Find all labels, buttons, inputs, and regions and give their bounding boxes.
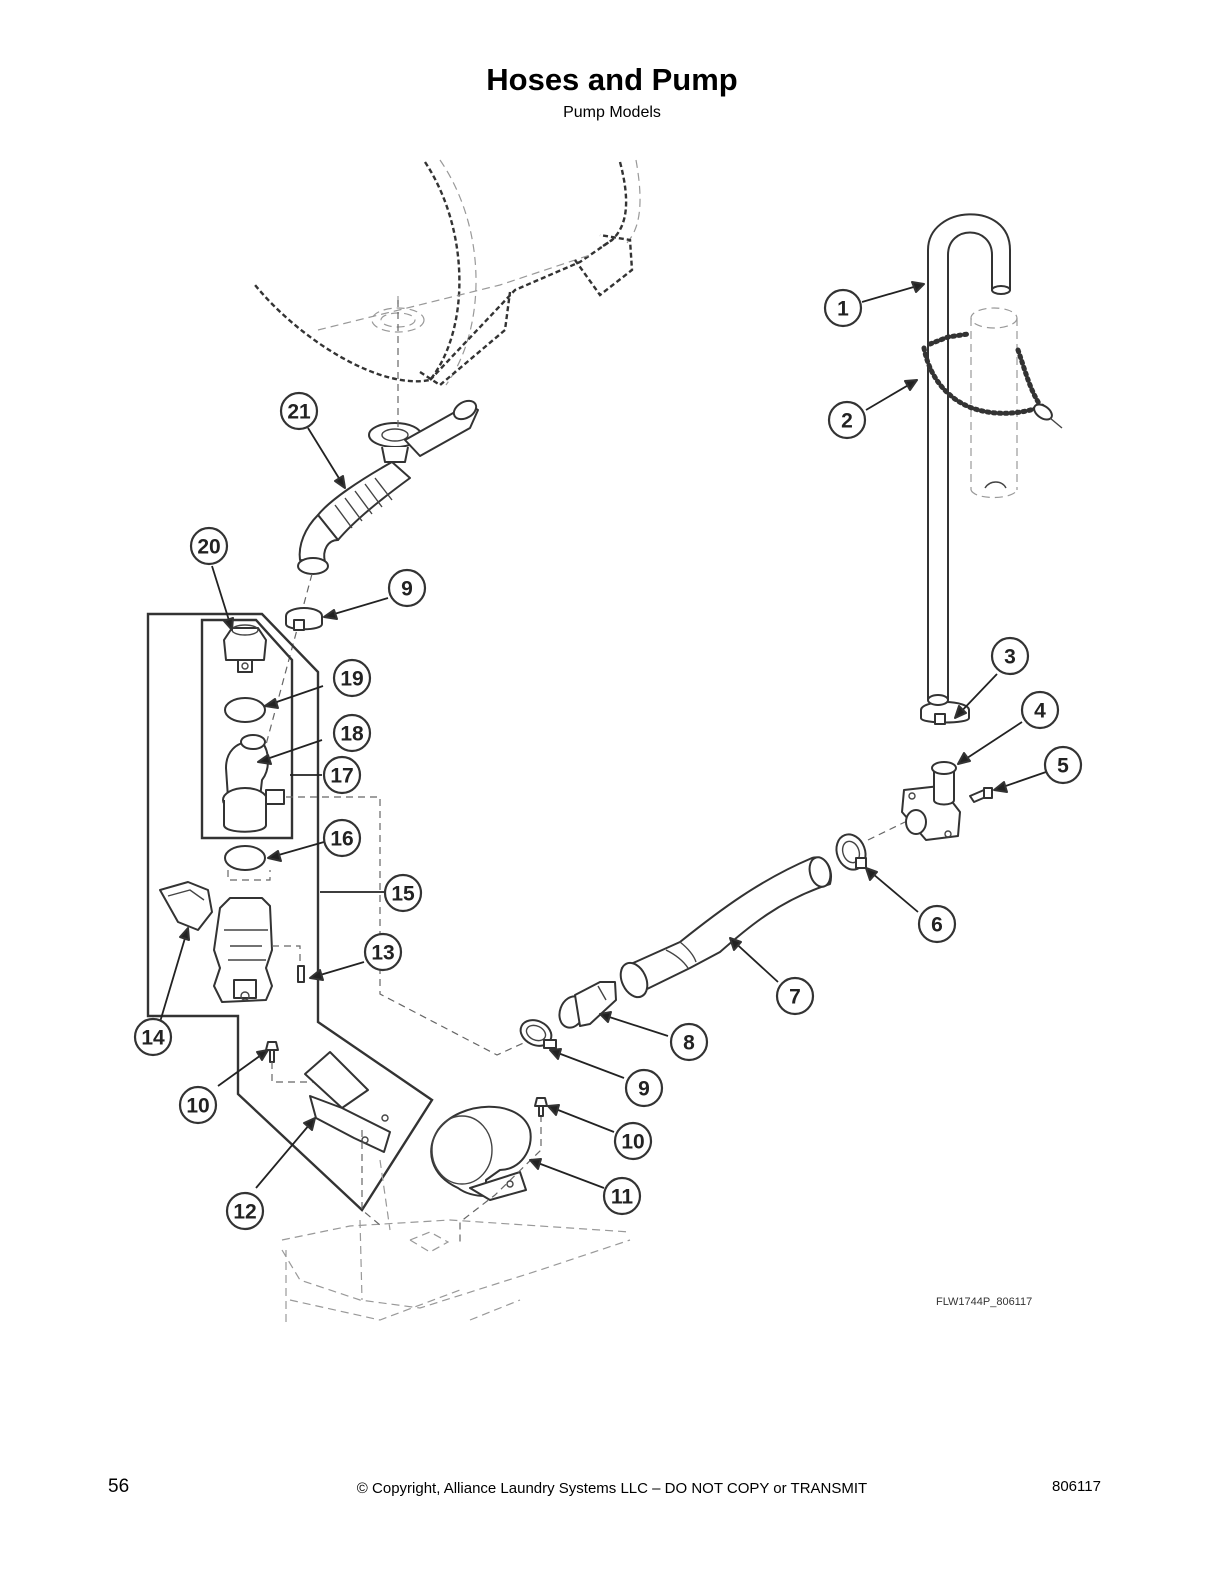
svg-text:9: 9 — [401, 578, 413, 601]
hose-support-11 — [430, 1105, 532, 1201]
callout-4: 4 — [1020, 690, 1060, 730]
pump-cap-20 — [223, 624, 267, 673]
dash-pump-outlet — [286, 796, 531, 1056]
svg-text:21: 21 — [287, 401, 311, 424]
svg-text:6: 6 — [931, 914, 943, 937]
callout-16: 16 — [322, 818, 362, 858]
callout-18: 18 — [332, 713, 372, 753]
sump-hose-21 — [297, 399, 479, 575]
callout-11: 11 — [602, 1176, 642, 1216]
bead-chain-2 — [921, 331, 1063, 429]
o-ring-16 — [224, 845, 266, 871]
callout-12: 12 — [225, 1191, 265, 1231]
svg-text:16: 16 — [330, 828, 353, 851]
callout-20: 20 — [189, 526, 229, 566]
cabinet-base-ghost — [281, 1159, 631, 1322]
callout-1: 1 — [823, 288, 863, 328]
pump-assembly-outline — [146, 612, 434, 1212]
leader-lines — [159, 281, 1047, 1189]
callout-2: 2 — [827, 400, 867, 440]
svg-text:20: 20 — [197, 536, 220, 559]
callout-17: 17 — [322, 755, 362, 795]
svg-text:18: 18 — [340, 723, 364, 746]
drain-hose-1 — [927, 213, 1011, 706]
dash-screw-10-left — [271, 1062, 320, 1083]
hose-clamp-9-bottom — [519, 1019, 557, 1049]
dash-motor-screw — [272, 945, 301, 966]
callout-10-right: 10 — [613, 1121, 653, 1161]
dash-pump-stack — [227, 870, 271, 881]
outlet-elbow-4 — [901, 761, 961, 841]
copyright-notice: © Copyright, Alliance Laundry Systems LL… — [356, 1480, 868, 1497]
page-title: Hoses and Pump — [486, 62, 738, 97]
callout-14: 14 — [133, 1017, 173, 1057]
dash-bracket-12 — [361, 1130, 381, 1226]
svg-text:7: 7 — [789, 986, 801, 1009]
callout-10-left: 10 — [178, 1085, 218, 1125]
svg-text:8: 8 — [683, 1032, 695, 1055]
callout-15: 15 — [383, 873, 423, 913]
document-number: 806117 — [1052, 1478, 1101, 1495]
hose-adapter-8 — [558, 981, 617, 1029]
svg-text:14: 14 — [141, 1027, 165, 1050]
tub-outline — [254, 159, 641, 387]
svg-text:11: 11 — [611, 1186, 634, 1209]
callout-6: 6 — [917, 904, 957, 944]
svg-text:13: 13 — [371, 942, 394, 965]
callout-21: 21 — [279, 391, 319, 431]
svg-text:19: 19 — [340, 668, 363, 691]
page-number: 56 — [108, 1476, 130, 1497]
screw-10-left — [265, 1041, 279, 1063]
page-subtitle: Pump Models — [563, 104, 661, 121]
callout-9-bottom: 9 — [624, 1068, 664, 1108]
svg-text:1: 1 — [837, 298, 849, 321]
screw-13 — [297, 965, 305, 983]
dash-clamp6-outlet — [867, 821, 906, 841]
callout-8: 8 — [669, 1022, 709, 1062]
svg-text:15: 15 — [391, 883, 415, 906]
callout-5: 5 — [1043, 745, 1083, 785]
svg-text:3: 3 — [1004, 646, 1016, 669]
callout-9-top: 9 — [387, 568, 427, 608]
o-ring-19 — [224, 697, 266, 723]
callout-3: 3 — [990, 636, 1030, 676]
svg-text:5: 5 — [1057, 755, 1069, 778]
svg-text:12: 12 — [233, 1201, 256, 1224]
svg-text:2: 2 — [841, 410, 853, 433]
bracket-12 — [304, 1051, 391, 1153]
callout-7: 7 — [775, 976, 815, 1016]
drain-hose-7 — [619, 856, 832, 999]
svg-text:10: 10 — [186, 1095, 209, 1118]
standpipe-ghost — [970, 307, 1018, 499]
svg-text:17: 17 — [330, 765, 353, 788]
hose-clamp-9-top — [285, 607, 323, 631]
svg-text:9: 9 — [638, 1078, 650, 1101]
callout-19: 19 — [332, 658, 372, 698]
pump-housing-17-18 — [222, 734, 285, 833]
screw-10-right — [534, 1097, 548, 1117]
pump-motor-14 — [159, 881, 273, 1003]
figure-id: FLW1744P_806117 — [936, 1296, 1033, 1308]
svg-text:4: 4 — [1034, 700, 1046, 723]
screw-5 — [969, 787, 993, 803]
dash-support-11 — [459, 1115, 542, 1246]
callout-13: 13 — [363, 932, 403, 972]
svg-text:10: 10 — [621, 1131, 644, 1154]
hose-clamp-6 — [835, 833, 867, 871]
